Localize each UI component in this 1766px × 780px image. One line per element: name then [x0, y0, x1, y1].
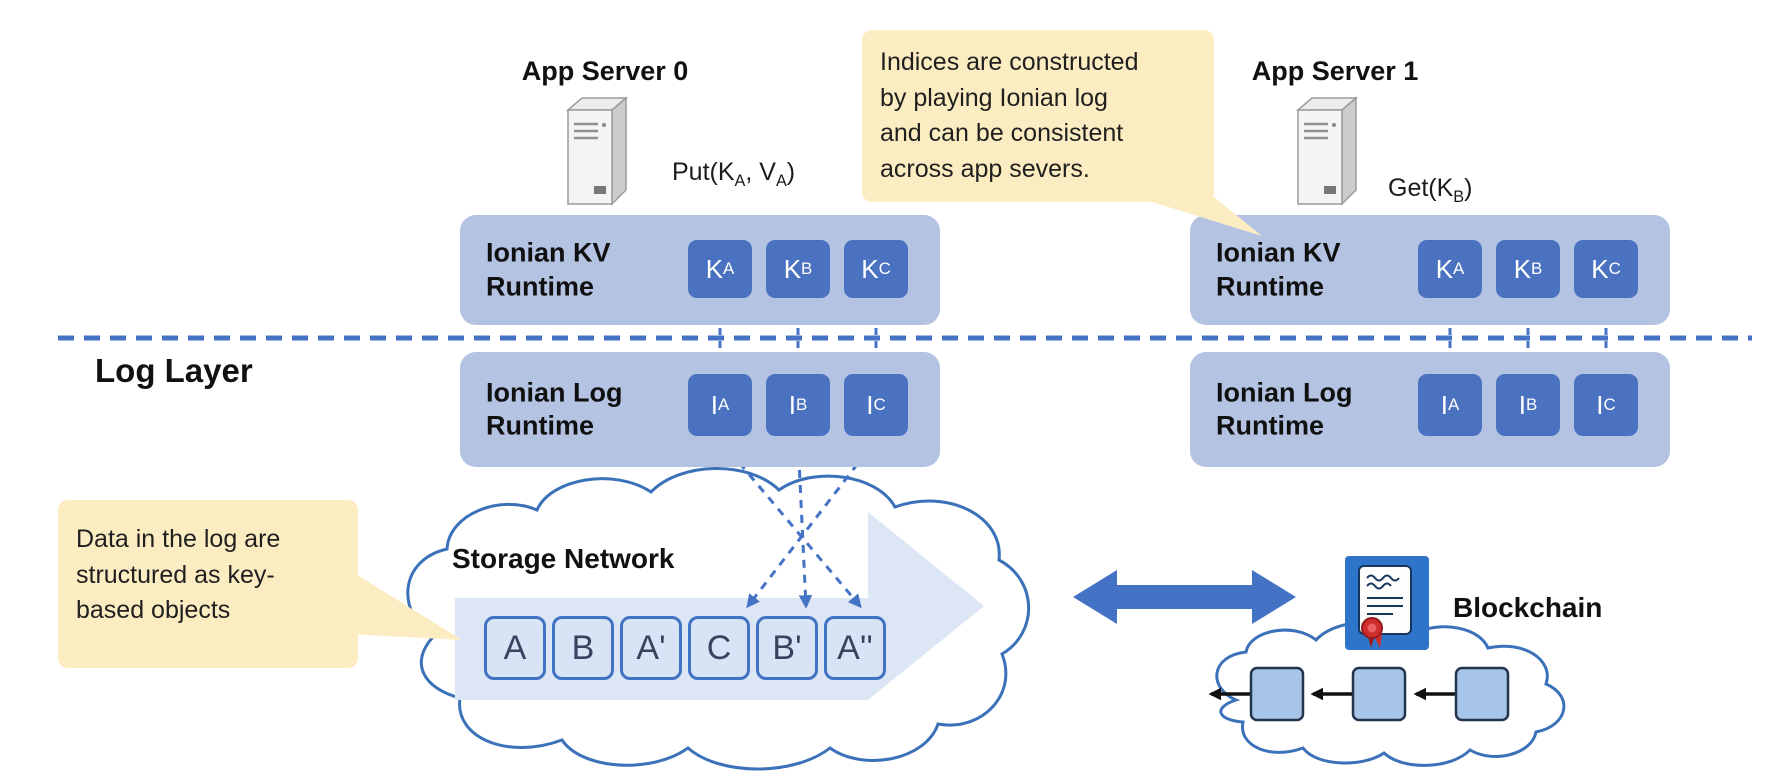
chain-block-1 — [1249, 666, 1305, 722]
storage-network-title: Storage Network — [452, 543, 675, 574]
put-operation-label: Put(KA, VA) — [672, 158, 796, 190]
app-server-0-title: App Server 0 — [521, 56, 689, 86]
log-layer-label: Log Layer — [95, 352, 253, 389]
log-block-a1: A' — [620, 616, 682, 680]
chain-block-3 — [1454, 666, 1510, 722]
log-data-callout: Data in the log are structured as key- b… — [58, 500, 358, 668]
log-runtime-label-left: Ionian Log Runtime — [486, 376, 623, 441]
indices-callout: Indices are constructed by playing Ionia… — [862, 30, 1214, 202]
blockchain-icon — [1345, 556, 1429, 650]
chain-block-2 — [1351, 666, 1407, 722]
get-operation-label: Get(KB) — [1388, 174, 1473, 206]
server-icon-0 — [565, 96, 629, 206]
kv-runtime-label-right: Ionian KV Runtime — [1216, 237, 1341, 301]
app-server-1-title: App Server 1 — [1251, 56, 1419, 86]
storage-blockchain-double-arrow — [1073, 570, 1296, 624]
log-to-storage-arrow-b — [796, 439, 813, 609]
log-to-storage-arrow-a — [718, 439, 862, 609]
kv-runtime-label-left: Ionian KV Runtime — [486, 237, 611, 301]
log-block-b: B — [552, 616, 614, 680]
log-runtime-label-right: Ionian Log Runtime — [1216, 376, 1353, 441]
log-block-a: A — [484, 616, 546, 680]
log-to-storage-arrow-c — [746, 439, 878, 609]
blockchain-label: Blockchain — [1453, 592, 1603, 623]
log-block-c: C — [688, 616, 750, 680]
log-block-a2: A'' — [824, 616, 886, 680]
log-block-b1: B' — [756, 616, 818, 680]
server-icon-1 — [1295, 96, 1359, 206]
